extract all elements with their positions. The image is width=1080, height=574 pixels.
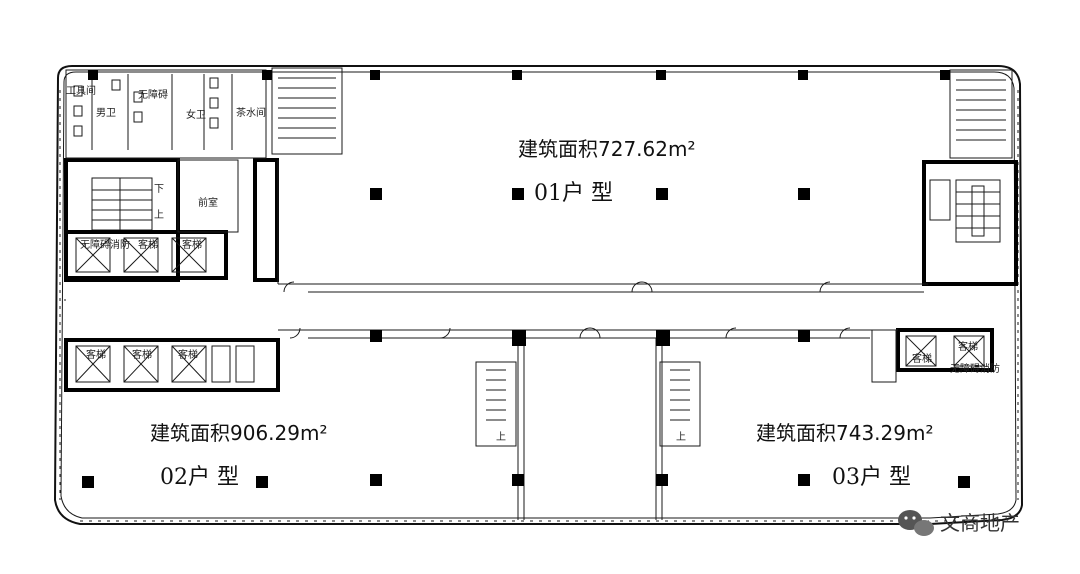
column <box>370 188 382 200</box>
elevator-label: 客梯 <box>182 238 202 251</box>
column <box>370 474 382 486</box>
stair-up-label: 上 <box>154 209 164 221</box>
columns <box>82 70 970 488</box>
unit-01: 建筑面积727.62m² 01户 型 <box>518 137 695 206</box>
tool-room-label: 工具间 <box>66 84 96 97</box>
wechat-icon <box>898 510 934 536</box>
column <box>656 330 670 346</box>
ramps <box>271 67 1013 159</box>
column <box>798 474 810 486</box>
elevator-fire-label: 无障碍消防 <box>80 238 130 251</box>
watermark: 文商地产 <box>898 510 1020 536</box>
stair-up-label: 上 <box>496 431 506 443</box>
column <box>798 70 808 80</box>
unit-dividers <box>475 338 701 520</box>
column <box>256 476 268 488</box>
column <box>798 330 810 342</box>
unit-01-name: 01户 型 <box>534 181 613 206</box>
toilet-block <box>65 69 267 159</box>
room-labels: 工具间 男卫 无障碍 女卫 茶水间 下 上 前室 无障碍消防 客梯 客梯 客梯 … <box>66 84 1000 443</box>
column <box>512 188 524 200</box>
column <box>656 70 666 80</box>
elevator-label: 客梯 <box>912 352 932 365</box>
column <box>656 474 668 486</box>
stair-up-label: 上 <box>676 431 686 443</box>
column <box>940 70 950 80</box>
elevator-fire-label: 无障碍消防 <box>950 362 1000 375</box>
elevator-label: 客梯 <box>86 348 106 361</box>
column <box>370 330 382 342</box>
elevator-label: 客梯 <box>958 340 978 353</box>
accessible-wc-label: 无障碍 <box>138 88 168 101</box>
core-walls <box>64 158 1018 392</box>
elevator-label: 客梯 <box>132 348 152 361</box>
column <box>82 476 94 488</box>
column <box>512 70 522 80</box>
stair-down-label: 下 <box>154 184 164 195</box>
elevator-label: 客梯 <box>138 238 158 251</box>
building-outline <box>53 65 1024 525</box>
unit-01-area-label: 建筑面积727.62m² <box>518 137 695 161</box>
column <box>512 474 524 486</box>
tea-room-label: 茶水间 <box>236 106 266 119</box>
unit-02-area-label: 建筑面积906.29m² <box>150 421 327 445</box>
column <box>370 70 380 80</box>
womens-wc-label: 女卫 <box>186 108 206 121</box>
unit-02-name: 02户 型 <box>160 465 239 490</box>
lobby-label: 前室 <box>198 196 218 209</box>
column <box>262 70 272 80</box>
column <box>798 188 810 200</box>
mens-wc-label: 男卫 <box>96 107 116 119</box>
unit-03: 建筑面积743.29m² 03户 型 <box>756 421 933 490</box>
column <box>88 70 98 80</box>
elevator-label: 客梯 <box>178 348 198 361</box>
column <box>512 330 526 346</box>
column <box>958 476 970 488</box>
watermark-text: 文商地产 <box>940 511 1020 535</box>
unit-03-area-label: 建筑面积743.29m² <box>756 421 933 445</box>
unit-02: 建筑面积906.29m² 02户 型 <box>150 421 327 490</box>
unit-03-name: 03户 型 <box>832 465 911 490</box>
column <box>656 188 668 200</box>
